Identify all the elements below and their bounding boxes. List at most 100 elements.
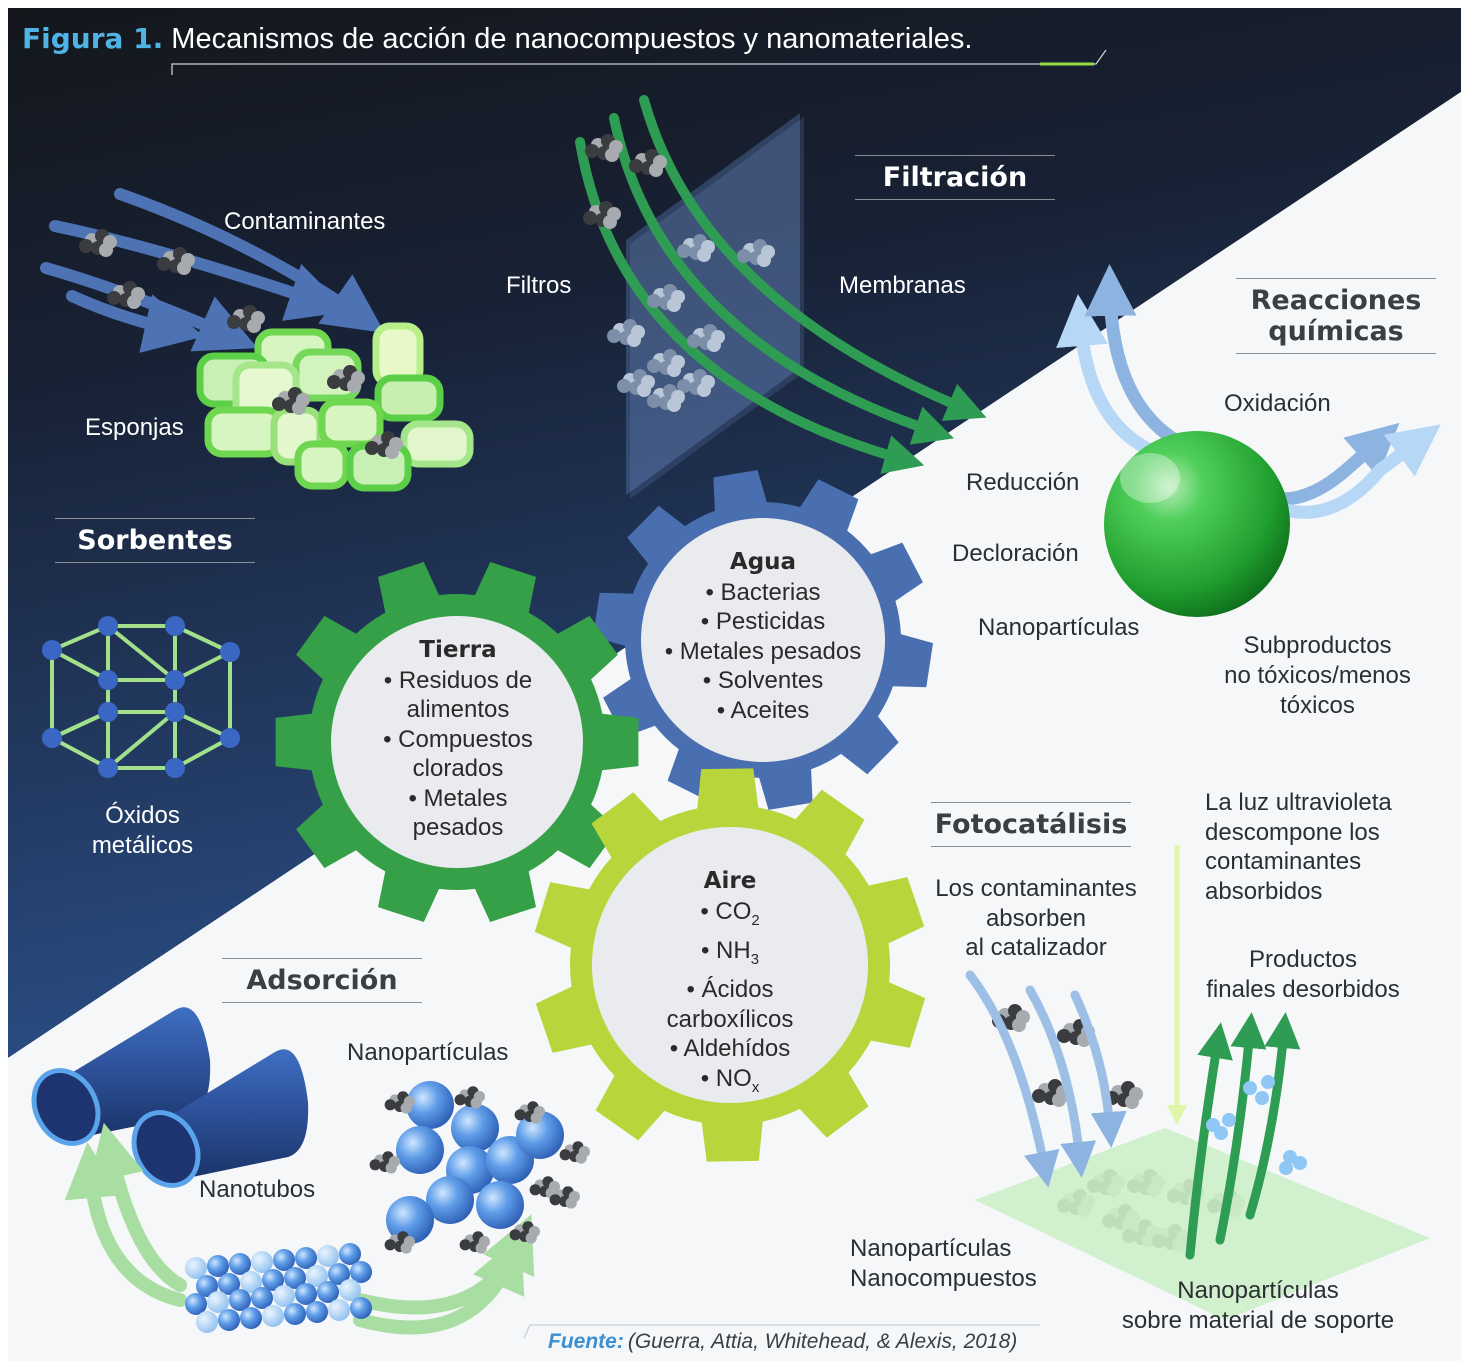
label-membranas: Membranas [839,272,966,299]
gear-agua [593,470,933,810]
large-nanoparticle [406,1081,454,1129]
large-nanoparticle [426,1176,474,1224]
nanoparticle [196,1275,218,1297]
gears [275,470,933,1162]
molecule [559,1141,591,1164]
molecule [647,284,685,312]
molecule [157,247,195,275]
desorbed-product [1243,1081,1257,1095]
molecule [583,201,621,229]
nanoparticle [240,1307,262,1329]
desorbed-product [1222,1113,1236,1127]
nanoparticle [273,1285,295,1307]
nanoparticle [251,1251,273,1273]
nanoparticle [273,1249,295,1271]
nanoparticle [284,1267,306,1289]
molecule [454,1086,485,1109]
molecule [629,149,667,177]
molecule [687,324,725,352]
metal-oxide-lattice [42,616,240,778]
desorbed-products [1206,1075,1307,1175]
molecule [529,1176,561,1199]
figure-title-text: Mecanismos de acción de nanocompuestos y… [171,23,973,55]
molecule [327,365,365,393]
nanoparticle [350,1297,372,1319]
nanoparticle [317,1245,339,1267]
gear-tierra-center [331,616,583,868]
molecule [384,1091,415,1114]
large-nanoparticle [476,1181,524,1229]
label-contaminantes: Contaminantes [224,208,386,235]
molecule [509,1221,541,1244]
nanoparticle [251,1287,273,1309]
gear-aire-title: Aire [703,868,757,894]
desorbed-product [1279,1161,1293,1175]
desorbed-product [1293,1156,1307,1170]
nanoparticle [339,1243,361,1265]
molecule [272,387,310,415]
molecule [549,1186,581,1209]
nanoparticle [229,1253,251,1275]
nanoparticle [196,1311,218,1333]
molecule [107,281,145,309]
molecule [514,1101,546,1124]
molecule [1105,1081,1143,1109]
gear-tierra [275,562,639,922]
figure-label: Figura 1. [22,22,164,55]
nanoparticle [207,1255,229,1277]
source-citation: Fuente:(Guerra, Attia, Whitehead, & Alex… [548,1330,1017,1354]
molecule [459,1231,490,1254]
figure-title: Figura 1.Mecanismos de acción de nanocom… [22,22,972,56]
nanoparticle [240,1271,262,1293]
gear-agua-title: Agua [729,549,797,575]
nanotubes [31,1007,309,1188]
molecule [607,319,645,347]
nanoparticle-cluster [185,1243,372,1333]
molecule [647,384,685,412]
large-nanoparticle [396,1126,444,1174]
molecule [1032,1079,1070,1107]
nanoparticle [207,1291,229,1313]
nanoparticle-sphere [1104,431,1290,617]
label-nanoparticulas-reacciones: Nanopartículas [978,614,1140,641]
molecule [737,239,775,267]
gear-agua-center [641,518,885,762]
molecule [677,234,715,262]
label-esponjas: Esponjas [85,414,184,441]
molecule [647,349,685,377]
gear-aire-center [592,827,868,1103]
nanoparticle [229,1289,251,1311]
molecule [384,1231,415,1254]
nanoparticle [262,1305,284,1327]
gear-aire [534,768,926,1162]
nanoparticle [218,1309,240,1331]
nanoparticle [306,1265,328,1287]
nanoparticle [185,1257,207,1279]
section-sorbentes: Sorbentes [55,518,255,563]
gear-tierra-title: Tierra [419,637,497,663]
desorbed-product [1255,1091,1269,1105]
nanoparticle [328,1263,350,1285]
label-filtros: Filtros [506,272,572,299]
large-nanoparticle [516,1111,564,1159]
section-fotocatalisis: Fotocatálisis [931,802,1131,847]
large-nanoparticle [386,1196,434,1244]
molecule [369,1151,400,1174]
nanoparticle [339,1279,361,1301]
molecule [365,431,403,459]
molecule [227,305,265,333]
section-adsorcion: Adsorción [222,958,422,1003]
desorbed-product [1261,1075,1275,1089]
label-nanotubos: Nanotubos [199,1176,316,1203]
label-oxidacion: Oxidación [1224,390,1331,417]
nanoparticle [350,1261,372,1283]
filter-arrows [575,95,987,474]
